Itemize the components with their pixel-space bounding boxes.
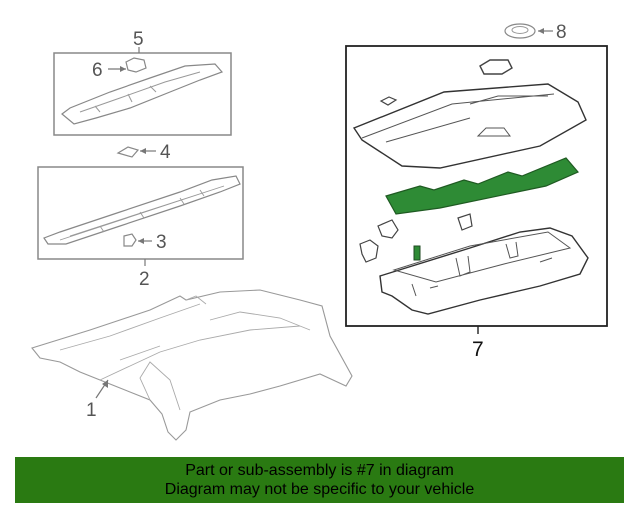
part-7-screw [413, 245, 421, 261]
part-4-group: 4 [116, 142, 171, 163]
part-1-carpet-contours [59, 295, 311, 411]
part-2-box [37, 166, 244, 260]
part-7-clip-lower [359, 239, 379, 263]
part-7-clip-right [457, 213, 473, 231]
part-7-storage-tray [379, 227, 589, 315]
part-5-box [53, 52, 232, 136]
part-5-trim-panel-group: 6 5 [53, 29, 232, 136]
part-1-floor-carpet [31, 289, 353, 441]
callout-3: 3 [156, 232, 167, 253]
part-7-cargo-cover [352, 83, 587, 169]
part-7-clip-left [377, 219, 399, 239]
callout-2: 2 [139, 269, 150, 290]
part-3-clip [123, 233, 137, 247]
callout-4: 4 [160, 142, 171, 163]
part-7-grommet [479, 59, 513, 75]
arrow-6 [120, 66, 126, 72]
part-8-cap-inner [511, 26, 529, 34]
arrow-3 [138, 238, 144, 244]
part-1-floor-carpet-group: 1 [31, 289, 353, 441]
part-7-tray-details [392, 231, 572, 297]
part-4-clip [116, 146, 140, 158]
arrow-4 [140, 148, 146, 154]
part-7-box [345, 45, 608, 327]
banner-line-2: Diagram may not be specific to your vehi… [164, 481, 475, 498]
part-8-group: 8 [504, 22, 567, 43]
banner-line-1: Part or sub-assembly is #7 in diagram [185, 462, 454, 479]
part-7-small-clip [379, 96, 398, 106]
arrow-1 [102, 380, 108, 388]
callout-7: 7 [472, 338, 484, 361]
part-7-floor-mat [385, 157, 579, 215]
callout-5: 5 [133, 29, 144, 50]
part-5-trim-panel [61, 63, 224, 125]
parts-diagram: 6 5 4 3 2 1 8 [31, 22, 608, 441]
callout-8: 8 [556, 22, 567, 43]
arrow-8 [538, 28, 544, 34]
part-6-clip [125, 57, 147, 73]
part-7-cover-fold [361, 93, 555, 143]
callout-6: 6 [92, 60, 103, 81]
part-2-sill-plate [43, 175, 241, 245]
info-banner: Part or sub-assembly is #7 in diagram Di… [15, 457, 624, 503]
callout-1: 1 [86, 400, 97, 421]
part-8-cap [504, 23, 536, 39]
part-7-cargo-assembly-group: 7 [345, 45, 608, 361]
part-5-trim-detail [79, 71, 201, 113]
part-2-ribs [59, 185, 225, 241]
part-2-sill-plate-group: 3 2 [37, 166, 244, 290]
